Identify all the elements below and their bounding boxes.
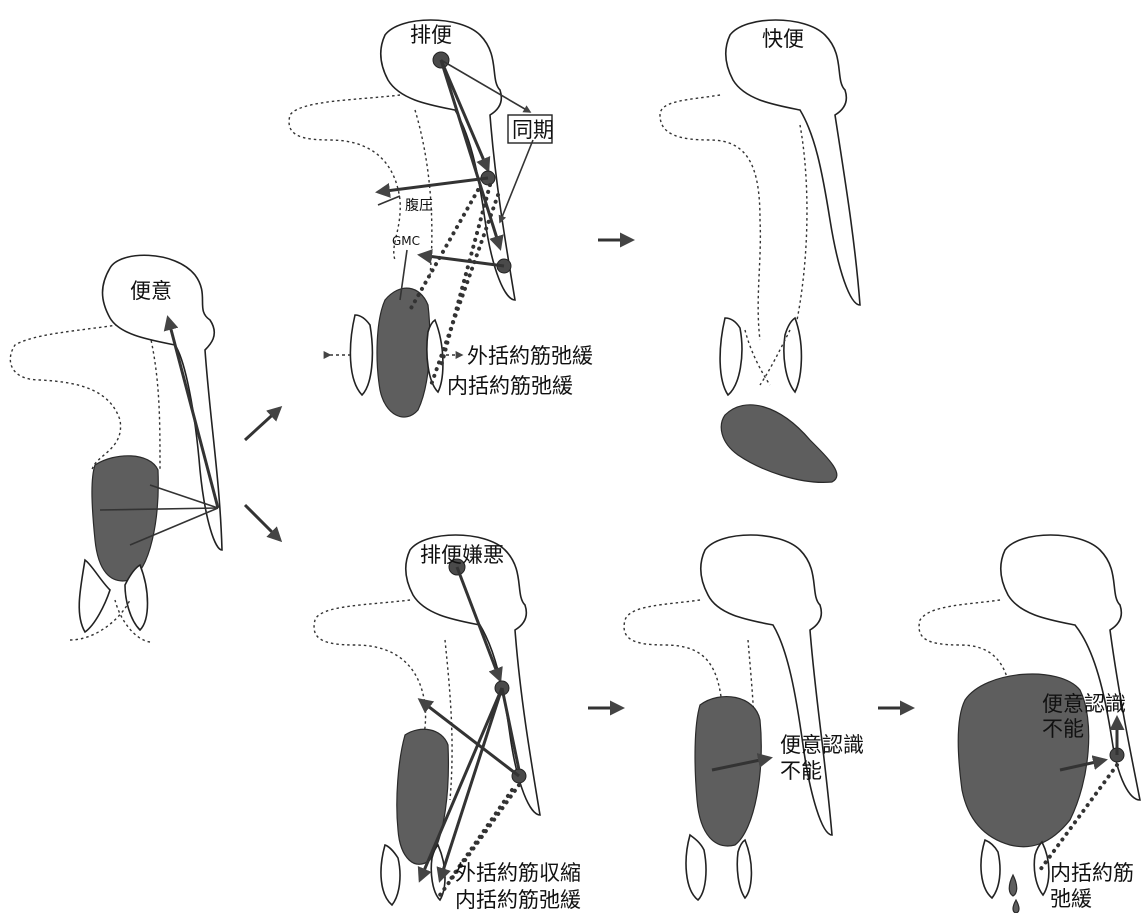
fecal-mass: [92, 456, 158, 581]
fecal-mass: [695, 697, 761, 846]
label-unrecognized-2: 不能: [780, 759, 822, 783]
rectum-wall-dotted: [289, 95, 400, 260]
canal-dotted: [745, 330, 790, 385]
sphincter-left: [981, 840, 1000, 898]
rectum-wall-dotted-inner: [795, 125, 807, 330]
fecal-mass: [397, 729, 449, 864]
label-sync: 同期: [512, 118, 554, 142]
label-unrecognized-1: 便意認識: [780, 733, 864, 757]
label-ext-contract: 外括約筋収縮: [455, 861, 581, 885]
label-unrecognized-4: 不能: [1042, 717, 1084, 741]
panel-comfort: 快便: [660, 20, 860, 482]
path-abdominal-tick: [378, 196, 400, 205]
label-aversion: 排便嫌悪: [420, 543, 504, 567]
path-sync-down: [500, 140, 533, 222]
label-defecation: 排便: [410, 23, 452, 47]
panel-incontinence: 便意認識 不能 内括約筋 弛緩: [919, 535, 1140, 913]
expelled-fecal-mass: [721, 405, 837, 483]
label-int-relax: 内括約筋弛緩: [447, 374, 573, 398]
rectum-wall-dotted-inner: [150, 335, 160, 470]
panel-defecation: 同期 腹圧 GMC 排便 外括約筋弛緩 内括約筋弛緩: [289, 20, 593, 417]
sphincter-right: [784, 318, 802, 392]
arrow-up-right: [245, 408, 280, 440]
label-int-relax-2: 内括約筋弛緩: [455, 888, 581, 912]
path-contract-1: [440, 688, 502, 880]
fecal-mass: [377, 288, 430, 417]
transition-arrows-left: [245, 408, 280, 540]
label-abdominal-pressure: 腹圧: [405, 197, 433, 214]
panel-aversion: 排便嫌悪 外括約筋収縮 内括約筋弛緩: [314, 535, 581, 912]
rectum-wall-dotted: [660, 95, 760, 340]
sphincter-left: [686, 835, 706, 900]
label-gmc: GMC: [392, 234, 420, 248]
label-comfort: 快便: [762, 27, 804, 51]
path-abdominal: [378, 178, 488, 192]
arrow-down-right: [245, 505, 280, 540]
rectum-wall-dotted: [10, 318, 150, 470]
label-ext-relax: 外括約筋弛緩: [467, 344, 593, 368]
sphincter-left: [720, 318, 742, 395]
label-int-sphincter: 内括約筋: [1050, 861, 1134, 885]
rectum-wall-dotted-inner: [415, 110, 432, 275]
panel-unrecognized: 便意認識 不能: [624, 535, 864, 900]
brain-spine-outline: [726, 20, 860, 305]
sphincter-left: [381, 845, 400, 905]
label-int-sphincter-relax: 弛緩: [1050, 887, 1092, 911]
rectum-wall-dotted: [919, 600, 1010, 690]
leak-drop-1: [1009, 875, 1017, 896]
leak-drop-2: [1013, 900, 1019, 913]
sphincter-left: [350, 315, 372, 395]
sphincter-right: [737, 840, 751, 898]
label-urge: 便意: [130, 279, 172, 303]
label-unrecognized-3: 便意認識: [1042, 692, 1126, 716]
panel-urge: 便意: [10, 255, 222, 642]
